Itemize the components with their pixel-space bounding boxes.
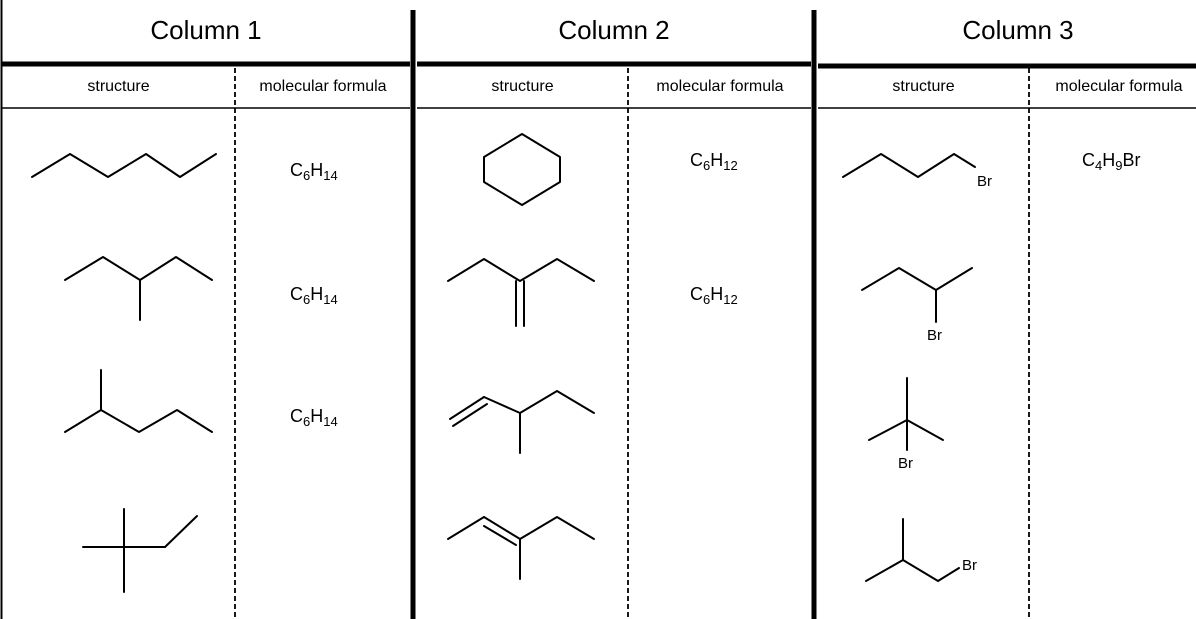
column-2-formula-header: molecular formula: [656, 78, 784, 95]
structure-hexane: [31, 153, 217, 178]
structure-3-methylpentane: [64, 256, 213, 321]
formula-c1-r3: C6H14: [290, 406, 338, 429]
atom-label-br-r4: Br: [962, 557, 977, 574]
atom-label-br-r2: Br: [927, 327, 942, 344]
column-2-title: Column 2: [558, 14, 670, 45]
column-3-structure-header: structure: [892, 78, 955, 95]
structure-1-bromobutane: [842, 153, 976, 178]
structure-2-ethyl-1-butene: [447, 258, 595, 327]
formula-c1-r1: C6H14: [290, 160, 338, 183]
column-1-title: Column 1: [150, 14, 262, 45]
structure-3-methyl-2-pentene: [447, 516, 595, 580]
formula-c3-r1: C4H9Br: [1082, 150, 1141, 173]
atom-label-br-r3: Br: [898, 455, 913, 472]
column-1-formula-header: molecular formula: [259, 78, 387, 95]
structure-3-methyl-1-pentene: [449, 390, 595, 454]
column-3-formula-header: molecular formula: [1055, 78, 1183, 95]
formula-c2-r1: C6H12: [690, 150, 738, 173]
formula-c1-r2: C6H14: [290, 284, 338, 307]
column-1-structure-header: structure: [87, 78, 150, 95]
structure-cyclohexane: [483, 133, 561, 206]
atom-label-br-r1: Br: [977, 173, 992, 190]
structure-2-methylpentane: [64, 369, 213, 433]
formula-c2-r2: C6H12: [690, 284, 738, 307]
column-2-structure-header: structure: [491, 78, 554, 95]
structure-2-2-dimethylbutane: [82, 508, 198, 593]
structure-2-bromo-2-methylpropane: [868, 377, 944, 451]
structure-1-bromo-2-methylpropane: [865, 518, 960, 582]
structure-2-bromobutane: [861, 267, 973, 323]
column-3-title: Column 3: [962, 14, 1074, 45]
